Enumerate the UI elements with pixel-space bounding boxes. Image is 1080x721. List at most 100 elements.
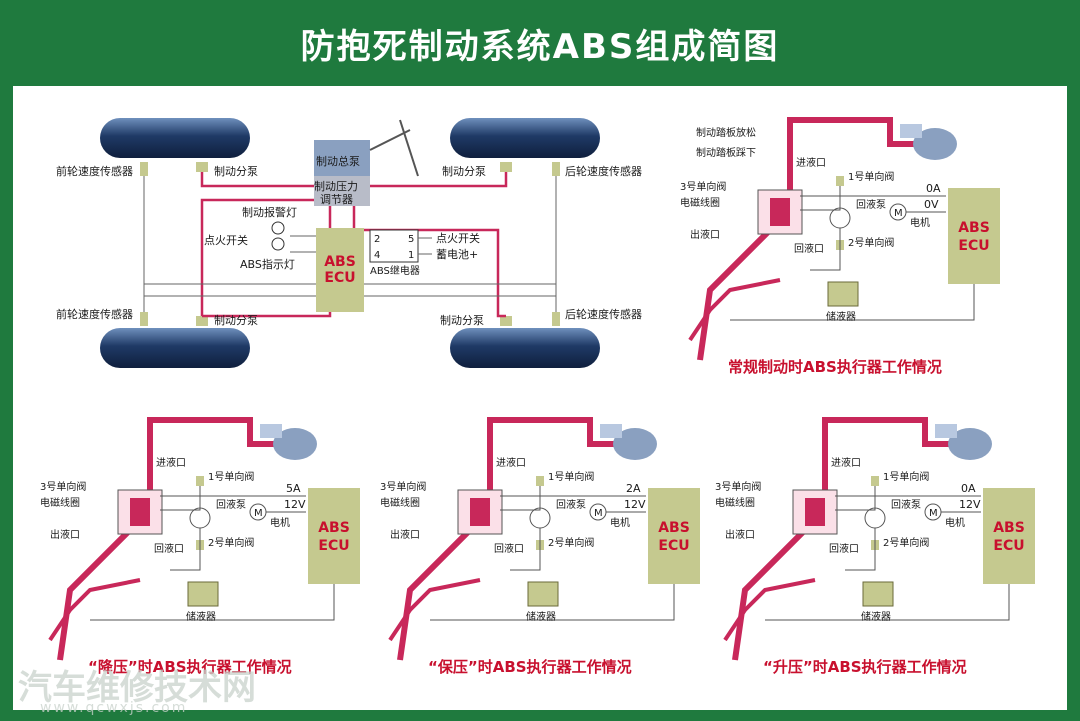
- current-reading: 0A: [961, 482, 976, 495]
- reservoir-label: 储液器: [526, 610, 556, 623]
- check-valve-1: [536, 476, 544, 486]
- check-valve-1: [836, 176, 844, 186]
- current-reading: 5A: [286, 482, 301, 495]
- front-speed-sensor-top-label: 前轮速度传感器: [56, 164, 133, 178]
- valve1-label: 1号单向阀: [883, 470, 929, 483]
- valve2-label: 2号单向阀: [883, 536, 929, 549]
- actuator-ecu: [983, 488, 1035, 584]
- actuator-ecu-line1: ABS: [993, 520, 1025, 536]
- valve2-label: 2号单向阀: [848, 236, 894, 249]
- actuator-panel-hold: MABSECU3号单向阀电磁线圈出液口进液口1号单向阀回液口回液泵电机2号单向阀…: [380, 417, 700, 676]
- inlet-label: 进液口: [496, 456, 526, 469]
- solenoid-label: 电磁线圈: [680, 196, 720, 209]
- actuator-ecu: [648, 488, 700, 584]
- outlet-label: 出液口: [690, 228, 720, 241]
- system-ecu-line2: ECU: [324, 270, 355, 286]
- cyl-rr-top: [500, 162, 512, 172]
- valve3-label: 3号单向阀: [680, 180, 726, 193]
- valve3-label: 3号单向阀: [40, 480, 86, 493]
- return-port-label: 回液口: [794, 242, 824, 255]
- return-port-label: 回液口: [829, 542, 859, 555]
- actuator-ecu-line2: ECU: [658, 538, 689, 554]
- cyl-rr-bottom: [500, 316, 512, 326]
- actuator-ecu: [948, 188, 1000, 284]
- check-valve-1: [196, 476, 204, 486]
- sensor-fl-bottom: [140, 312, 148, 326]
- brake-lines: [200, 172, 508, 318]
- valve1-label: 1号单向阀: [208, 470, 254, 483]
- return-pump-label: 回液泵: [216, 498, 246, 511]
- pedal-press-label: 制动踏板踩下: [696, 146, 756, 159]
- actuator-panel-decrease: MABSECU3号单向阀电磁线圈出液口进液口1号单向阀回液口回液泵电机2号单向阀…: [40, 417, 360, 676]
- motor-label: 电机: [910, 216, 930, 229]
- inlet-label: 进液口: [831, 456, 861, 469]
- actuator-ecu-line1: ABS: [958, 220, 990, 236]
- master-cylinder-label: 制动总泵: [316, 154, 360, 168]
- panel-caption: “降压”时ABS执行器工作情况: [88, 658, 292, 676]
- return-pump-label: 回液泵: [556, 498, 586, 511]
- brake-cylinder-left-top-label: 制动分泵: [214, 165, 258, 178]
- voltage-reading: 12V: [959, 498, 981, 511]
- abs-relay-label: ABS继电器: [370, 264, 420, 277]
- brake-cylinder-right-bottom-label: 制动分泵: [440, 314, 484, 327]
- panel-caption: 常规制动时ABS执行器工作情况: [728, 358, 942, 376]
- motor-symbol: M: [929, 508, 938, 519]
- ignition-switch-left-label: 点火开关: [204, 233, 248, 247]
- pedal-release-label: 制动踏板放松: [696, 126, 756, 139]
- pressure-regulator-label-2: 调节器: [320, 193, 353, 206]
- actuator-ecu-line2: ECU: [993, 538, 1024, 554]
- battery-label: 蓄电池+: [436, 248, 478, 261]
- master-cylinder: [273, 428, 317, 460]
- actuator-ecu-line2: ECU: [318, 538, 349, 554]
- page-title: 防抱死制动系统ABS组成简图: [300, 26, 780, 67]
- outlet-label: 出液口: [725, 528, 755, 541]
- current-reading: 0A: [926, 182, 941, 195]
- solenoid-label: 电磁线圈: [380, 496, 420, 509]
- current-reading: 2A: [626, 482, 641, 495]
- reservoir-label: 储液器: [826, 310, 856, 323]
- motor-label: 电机: [270, 516, 290, 529]
- sensor-rr-bottom: [552, 312, 560, 326]
- rear-speed-sensor-bottom-label: 后轮速度传感器: [565, 307, 642, 321]
- valve1-label: 1号单向阀: [548, 470, 594, 483]
- inlet-label: 进液口: [156, 456, 186, 469]
- voltage-reading: 12V: [624, 498, 646, 511]
- relay-pin-1: 1: [408, 250, 414, 261]
- return-pump: [829, 207, 851, 229]
- return-port-label: 回液口: [494, 542, 524, 555]
- outlet-label: 出液口: [390, 528, 420, 541]
- actuator-panel-increase: MABSECU3号单向阀电磁线圈出液口进液口1号单向阀回液口回液泵电机2号单向阀…: [715, 417, 1035, 676]
- motor-symbol: M: [254, 508, 263, 519]
- voltage-reading: 0V: [924, 198, 939, 211]
- watermark-url: www.qcwxjs.com: [40, 700, 188, 716]
- valve2-label: 2号单向阀: [548, 536, 594, 549]
- motor-label: 电机: [945, 516, 965, 529]
- return-pump: [529, 507, 551, 529]
- valve-body: [457, 489, 503, 535]
- return-pump-label: 回液泵: [891, 498, 921, 511]
- return-port-label: 回液口: [154, 542, 184, 555]
- ignition-switch-right-label: 点火开关: [436, 231, 480, 245]
- cyl-fl-top: [196, 162, 208, 172]
- title-bar: 防抱死制动系统ABS组成简图: [0, 0, 1080, 86]
- relay-pin-5: 5: [408, 234, 414, 245]
- solenoid-label: 电磁线圈: [40, 496, 80, 509]
- reservoir: [827, 281, 859, 307]
- abs-relay: [369, 229, 419, 263]
- return-pump-label: 回液泵: [856, 198, 886, 211]
- rear-right-wheel-bottom: [450, 328, 600, 368]
- valve3-label: 3号单向阀: [380, 480, 426, 493]
- return-pump: [864, 507, 886, 529]
- master-cylinder: [314, 140, 370, 176]
- front-speed-sensor-bottom-label: 前轮速度传感器: [56, 307, 133, 321]
- reservoir: [862, 581, 894, 607]
- valve2-label: 2号单向阀: [208, 536, 254, 549]
- system-diagram: ABS ECU 2 5 4 1 前轮速度传感器 制动分泵 制动总泵 制动压力 调…: [56, 118, 642, 368]
- pressure-regulator: [314, 176, 370, 206]
- voltage-reading: 12V: [284, 498, 306, 511]
- actuator-panel-normal: MABSECU3号单向阀电磁线圈出液口进液口1号单向阀回液口回液泵电机2号单向阀…: [680, 117, 1000, 376]
- motor-symbol: M: [594, 508, 603, 519]
- valve3-label: 3号单向阀: [715, 480, 761, 493]
- master-cylinder: [613, 428, 657, 460]
- reservoir: [187, 581, 219, 607]
